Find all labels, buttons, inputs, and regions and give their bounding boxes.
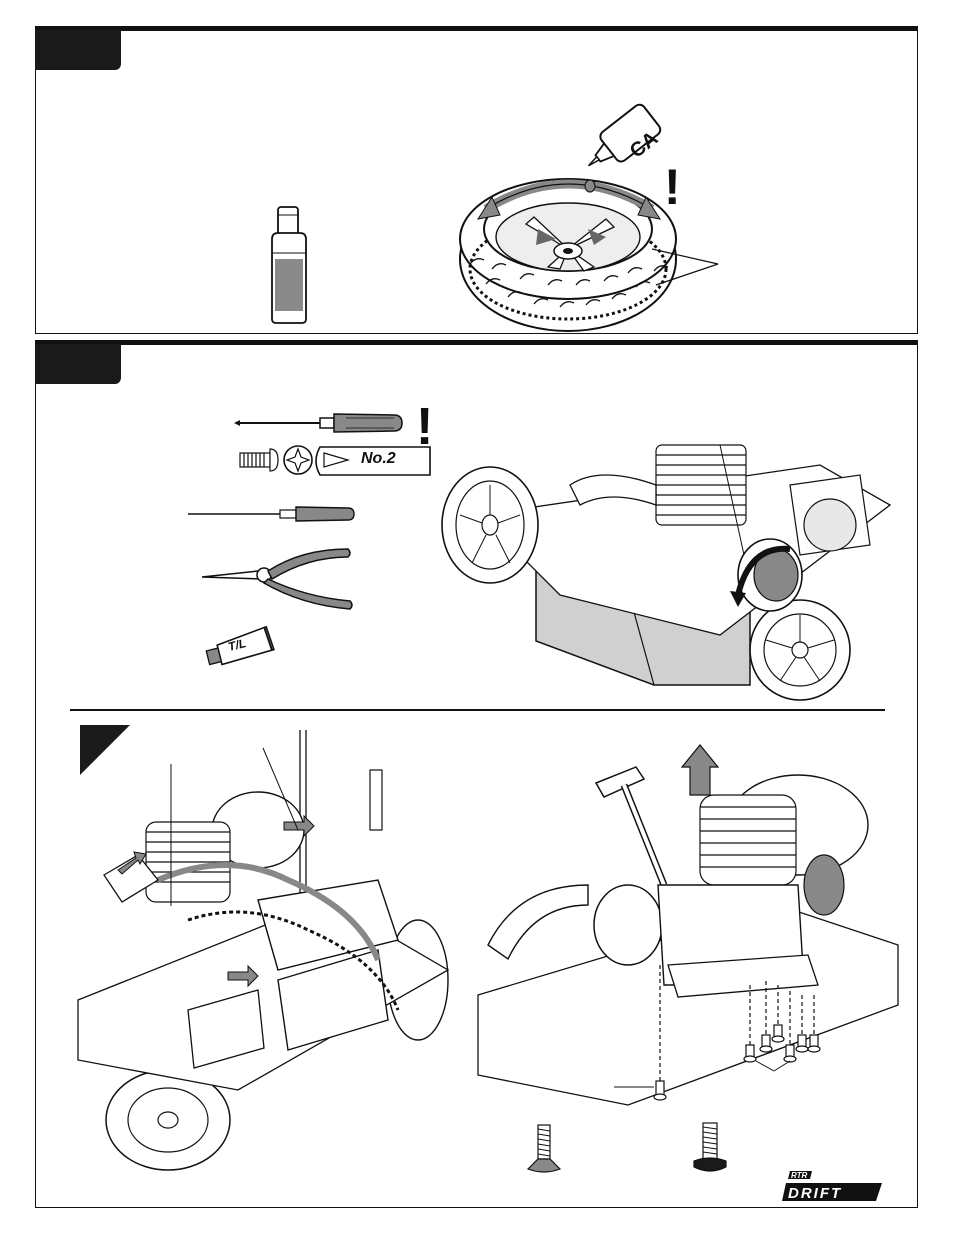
- phillips-screw-and-tip-icon: [236, 441, 441, 481]
- rtr-drift-logo: RTR DRIFT: [782, 1167, 886, 1203]
- svg-text:DRIFT: DRIFT: [788, 1185, 842, 1202]
- hex-driver-icon: [188, 503, 358, 525]
- screwdriver-size-label: No.2: [361, 450, 396, 468]
- step-panel-engine-removal: No.2 T/L !: [35, 340, 918, 1208]
- section-divider: [70, 709, 885, 711]
- warning-mark: !: [664, 159, 681, 215]
- button-head-screw-icon: [692, 1123, 728, 1175]
- ca-glue-bottle-icon: [266, 203, 346, 323]
- tire-gluing-illustration: CA !: [456, 89, 776, 339]
- chassis-on-stand-illustration: [420, 445, 890, 690]
- engine-removal-illustration: [478, 745, 898, 1165]
- fuel-line-disconnect-illustration: [78, 730, 448, 1160]
- needle-nose-pliers-icon: [202, 545, 362, 615]
- phillips-screwdriver-icon: [234, 409, 414, 439]
- step-number-tab: [35, 30, 121, 70]
- step-panel-glue-tires: CA !: [35, 26, 918, 334]
- step-number-tab: [35, 344, 121, 384]
- svg-text:RTR: RTR: [791, 1171, 808, 1180]
- flat-head-screw-icon: [526, 1125, 562, 1175]
